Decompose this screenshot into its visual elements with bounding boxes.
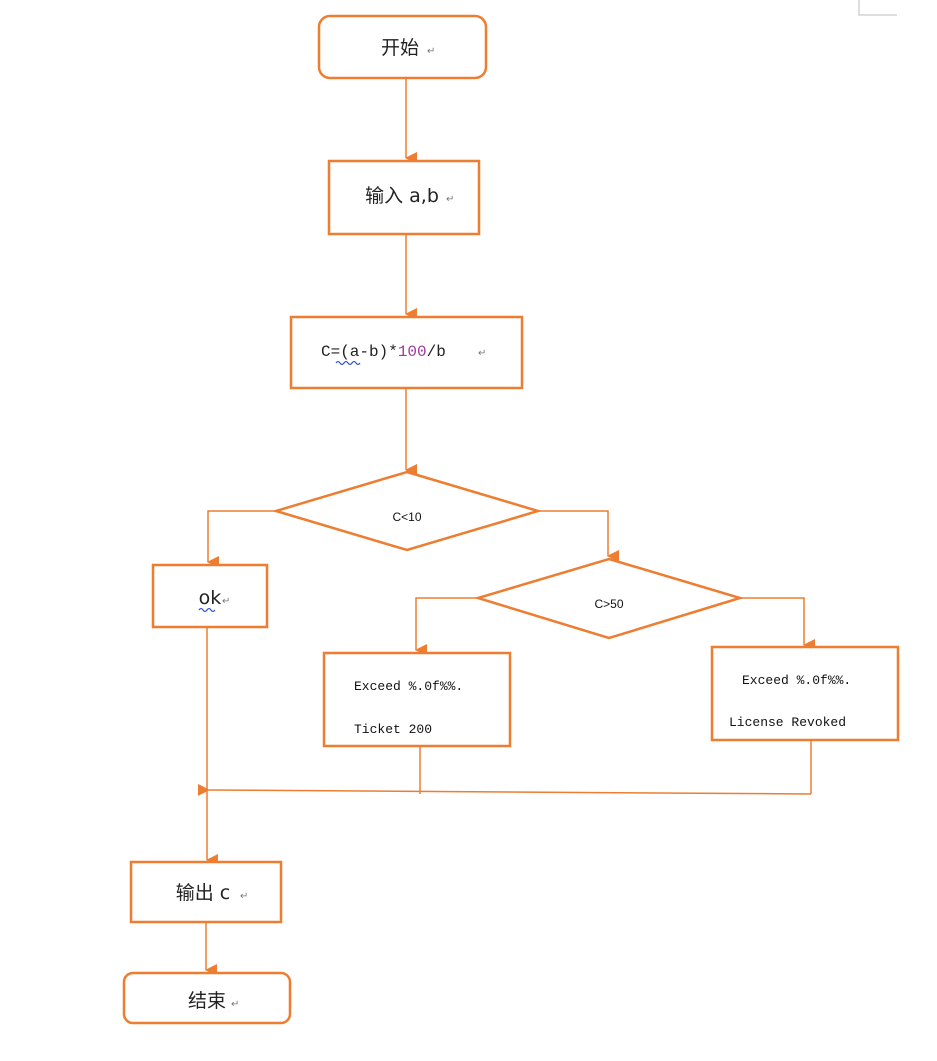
paragraph-mark: ↵	[222, 596, 230, 607]
spellcheck-underline	[335, 360, 361, 366]
revoked-node: Exceed %.0f%%. License Revoked	[710, 645, 900, 742]
paragraph-mark: ↵	[240, 891, 248, 902]
arrow-decision2-to-ticket	[415, 597, 478, 656]
ticket-node: Exceed %.0f%%. Ticket 200	[322, 651, 512, 748]
end-node: 结束 ↵	[122, 971, 292, 1025]
decision-c-lt-10: C<10	[271, 470, 543, 552]
decision1-label: C<10	[392, 510, 421, 524]
page-corner-mark	[858, 0, 897, 16]
start-label: 开始	[381, 37, 419, 59]
paragraph-mark: ↵	[231, 999, 239, 1010]
decision2-label: C>50	[594, 597, 623, 611]
ticket-line1: Exceed %.0f%%.	[354, 679, 463, 694]
input-label: 输入 a,b	[365, 185, 439, 207]
revoked-line1: Exceed %.0f%%.	[742, 673, 851, 688]
start-node: 开始 ↵	[317, 14, 488, 80]
ok-node: ok ↵	[151, 563, 269, 629]
spellcheck-underline	[198, 607, 216, 613]
output-node: 输出 c ↵	[129, 860, 283, 924]
arrow-decision1-to-decision2	[538, 510, 619, 562]
end-label: 结束	[188, 990, 226, 1012]
formula-node: C=(a-b)*100/b ↵	[289, 315, 524, 390]
arrow-merge-to-main	[197, 783, 812, 796]
paragraph-mark: ↵	[446, 194, 454, 205]
arrow-decision2-to-revoked	[740, 597, 815, 651]
decision-c-gt-50: C>50	[473, 557, 745, 640]
paragraph-mark: ↵	[478, 348, 486, 359]
revoked-line2: License Revoked	[729, 715, 846, 730]
output-label: 输出 c	[176, 882, 231, 904]
arrow-decision1-to-ok	[207, 510, 276, 568]
ticket-line2: Ticket 200	[354, 722, 432, 737]
input-node: 输入 a,b ↵	[327, 159, 481, 236]
formula-text: C=(a-b)*100/b	[321, 343, 446, 361]
ok-label: ok	[199, 587, 222, 609]
paragraph-mark: ↵	[427, 46, 435, 57]
